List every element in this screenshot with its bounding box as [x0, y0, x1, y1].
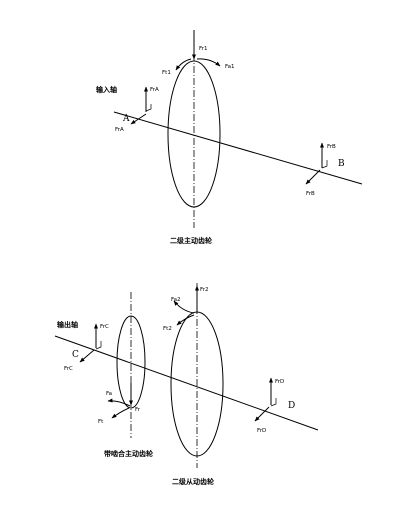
bearing-b-horizontal-arrow — [305, 169, 321, 185]
point-c-label: C — [72, 350, 79, 360]
bearing-c-horizontal-arrow — [79, 349, 95, 363]
large-axial-force-label: Fa2 — [171, 297, 181, 303]
output-shaft-line — [54, 335, 319, 431]
point-d-label: D — [288, 401, 295, 411]
bearing-d-mark — [270, 398, 277, 407]
large-axial-force-arrow — [173, 300, 195, 314]
small-gear-caption: 带啮合主动齿轮 — [104, 449, 153, 458]
bearing-b-vertical-label: FrB — [327, 144, 336, 150]
top-tangential-force-label: Ft1 — [162, 70, 171, 76]
bearing-c-vertical-label: FrC — [100, 324, 109, 330]
bearing-a-mark — [145, 104, 152, 112]
small-axial-force-label: Fa — [106, 391, 112, 397]
large-tangential-force-label: Ft2 — [163, 326, 172, 332]
bearing-d-vertical-label: FrD — [275, 379, 284, 385]
bottom-diagram: Fr2 Fa2 Ft2 输出轴 FrC FrC C Fa Fr Ft FrD F… — [54, 283, 319, 486]
bearing-d-horizontal-label: FrD — [257, 428, 266, 434]
small-tangential-force-label: Ft — [98, 419, 104, 425]
top-diagram: Fr1 Fa1 Ft1 输入轴 FrA FrA A FrB FrB B 二级主动… — [96, 30, 363, 245]
input-shaft-label: 输入轴 — [96, 85, 117, 94]
point-b-label: B — [338, 159, 345, 169]
bearing-c-mark — [95, 341, 102, 350]
bearing-a-horizontal-arrow — [130, 113, 147, 125]
output-shaft-label: 输出轴 — [57, 320, 78, 329]
large-tangential-force-arrow — [176, 314, 195, 326]
small-axial-force-arrow — [107, 398, 131, 407]
bearing-b-horizontal-label: FrB — [306, 191, 315, 197]
top-radial-force-label: Fr1 — [199, 46, 208, 52]
point-a-label: A — [122, 114, 130, 124]
top-axial-force-arrow — [196, 58, 221, 67]
small-radial-force-label: Fr — [135, 407, 141, 413]
large-radial-force-label: Fr2 — [200, 287, 209, 293]
large-gear-caption: 二级从动齿轮 — [172, 477, 214, 486]
bearing-a-vertical-label: FrA — [150, 87, 159, 93]
bearing-d-horizontal-arrow — [254, 406, 270, 422]
bearing-c-horizontal-label: FrC — [64, 366, 73, 372]
top-tangential-force-arrow — [175, 58, 192, 71]
small-tangential-force-arrow — [111, 407, 130, 419]
top-axial-force-label: Fa1 — [225, 64, 235, 70]
bearing-b-mark — [321, 160, 328, 169]
input-shaft-line — [113, 111, 363, 185]
top-gear-caption: 二级主动齿轮 — [170, 236, 212, 245]
bearing-a-horizontal-label: FrA — [115, 127, 124, 133]
